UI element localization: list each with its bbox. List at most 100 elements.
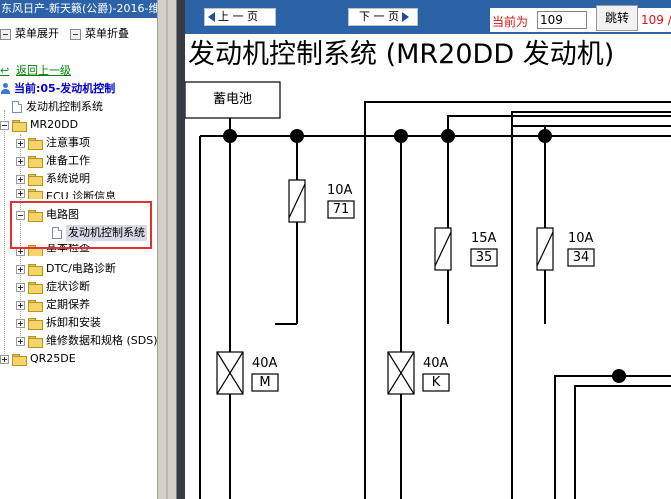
page-number-input[interactable] [537,11,587,29]
tree-item-service-data[interactable]: 维修数据和规格 (SDS) [16,333,157,349]
folder-open-icon [12,119,27,132]
expand-toggle-icon[interactable] [0,354,9,364]
tree-item-removal-installation[interactable]: 拆卸和安装 [16,315,101,331]
expand-menu-label: 菜单展开 [15,27,59,40]
pane-splitter[interactable] [157,0,177,499]
page-jump-panel: 当前为 跳转 109 / [490,5,671,32]
tree-item-label: 症状诊断 [46,280,90,293]
junction-dot [290,129,304,143]
fuse-number-box [567,248,595,267]
fuse-number-label: 71 [332,202,350,217]
fuse-symbol-71-mark [288,183,306,219]
wire-feed-3 [447,115,671,322]
junction-dot [223,129,237,143]
current-location-label: 当前:05-发动机控制 [14,82,116,95]
folder-open-icon [28,209,43,222]
folder-icon [28,173,43,186]
collapse-icon [70,28,81,40]
user-icon [0,83,11,95]
tree-item-label: 准备工作 [46,154,90,167]
tree-item-symptom-diagnosis[interactable]: 症状诊断 [16,279,90,295]
tree-guide-line [4,110,5,360]
back-up-link[interactable]: ↩ 返回上一级 [0,64,71,78]
fuse-number-label: K [431,375,441,390]
collapse-menu-label: 菜单折叠 [85,27,129,40]
expand-menu-button[interactable]: 菜单展开 [0,27,59,41]
tree-item-dtc-diagnosis[interactable]: DTC/电路诊断 [16,261,116,277]
fuse-number-box [327,200,355,219]
tree-guide-line [20,134,21,342]
tree-item-label: 拆卸和安装 [46,316,101,329]
jump-button[interactable]: 跳转 [596,5,638,31]
wire-feed-1 [364,101,671,499]
expand-toggle-icon[interactable] [16,300,25,310]
wire-lower-branch [554,375,671,499]
fusible-link-m-mark [216,351,244,395]
next-page-label: 下 一 页 [359,10,399,23]
next-page-button[interactable]: 下 一 页 [348,8,418,26]
prev-page-label: 上 一 页 [218,10,258,23]
expand-toggle-icon[interactable] [16,174,25,184]
current-page-prefix: 当前为 [492,15,529,29]
fuse-number-label: M [259,375,271,390]
junction-dot [538,129,552,143]
fuse-number-box [422,373,450,392]
fuse-number-label: 34 [572,250,590,265]
tree-item-label: 定期保养 [46,298,90,311]
content-frame-border [177,0,185,499]
fuse-amp-label: 10A [327,183,353,198]
expand-toggle-icon[interactable] [16,138,25,148]
tree-item-engine-control-circuit[interactable]: 发动机控制系统 [52,225,147,241]
tree-item-label: DTC/电路诊断 [46,262,116,275]
folder-icon [28,137,43,150]
document-icon [12,101,22,113]
collapse-toggle-icon[interactable] [0,120,9,130]
fuse-amp-label: 40A [423,356,449,371]
tree-item-precautions[interactable]: 注意事项 [16,135,90,151]
expand-toggle-icon[interactable] [16,282,25,292]
junction-dot [612,369,626,383]
tree-item-qr25de[interactable]: QR25DE [0,351,76,367]
document-icon [52,227,62,239]
tree-item-periodic-maintenance[interactable]: 定期保养 [16,297,90,313]
folder-icon [28,335,43,348]
tree-item-label-selected: 发动机控制系统 [66,225,147,241]
fuse-amp-label: 15A [471,231,497,246]
tree-item-label: 基本检查 [46,244,90,254]
fuse-symbol-35-mark [434,231,452,267]
folder-icon [12,353,27,366]
expand-toggle-icon[interactable] [16,189,25,198]
tree-item-system-description[interactable]: 系统说明 [16,171,90,187]
tree-item-mr20dd[interactable]: MR20DD [0,117,78,133]
tree-item-label: QR25DE [30,352,76,365]
prev-page-button[interactable]: 上 一 页 [204,8,276,26]
fuse-amp-label: 40A [252,356,278,371]
expand-toggle-icon[interactable] [16,318,25,328]
fuse-symbol-34-mark [536,231,554,267]
window-title: 东风日产-新天籁(公爵)-2016-维修 [0,0,157,18]
fuse-number-box [251,373,279,392]
tree-item-preparation[interactable]: 准备工作 [16,153,90,169]
tree-item-label: 注意事项 [46,136,90,149]
expand-toggle-icon[interactable] [16,156,25,166]
folder-icon [28,155,43,168]
collapse-toggle-icon[interactable] [16,210,25,220]
back-up-label: 返回上一级 [16,64,71,77]
tree-item-engine-control-doc[interactable]: 发动机控制系统 [12,99,103,115]
arrow-right-icon [402,12,409,22]
current-location: 当前:05-发动机控制 [0,82,115,96]
expand-toggle-icon[interactable] [16,336,25,346]
folder-icon [28,299,43,312]
folder-icon [28,263,43,276]
wiring-diagram-svg [185,81,671,499]
folder-icon [28,189,43,199]
wiring-diagram-area: 发动机控制系统 (MR20DD 发动机) [185,34,671,499]
navigation-tree-pane: 东风日产-新天籁(公爵)-2016-维修 菜单展开 菜单折叠 ↩ 返回上一级 当… [0,0,157,499]
arrow-left-icon [208,12,215,22]
collapse-menu-button[interactable]: 菜单折叠 [70,27,129,41]
expand-toggle-icon[interactable] [16,264,25,274]
tree-item-ecu-diagnosis[interactable]: ECU 诊断信息 [16,189,116,199]
tree-item-wiring-diagram[interactable]: 电路图 [16,207,79,223]
wire-feed-2 [511,111,671,499]
junction-dot [394,129,408,143]
